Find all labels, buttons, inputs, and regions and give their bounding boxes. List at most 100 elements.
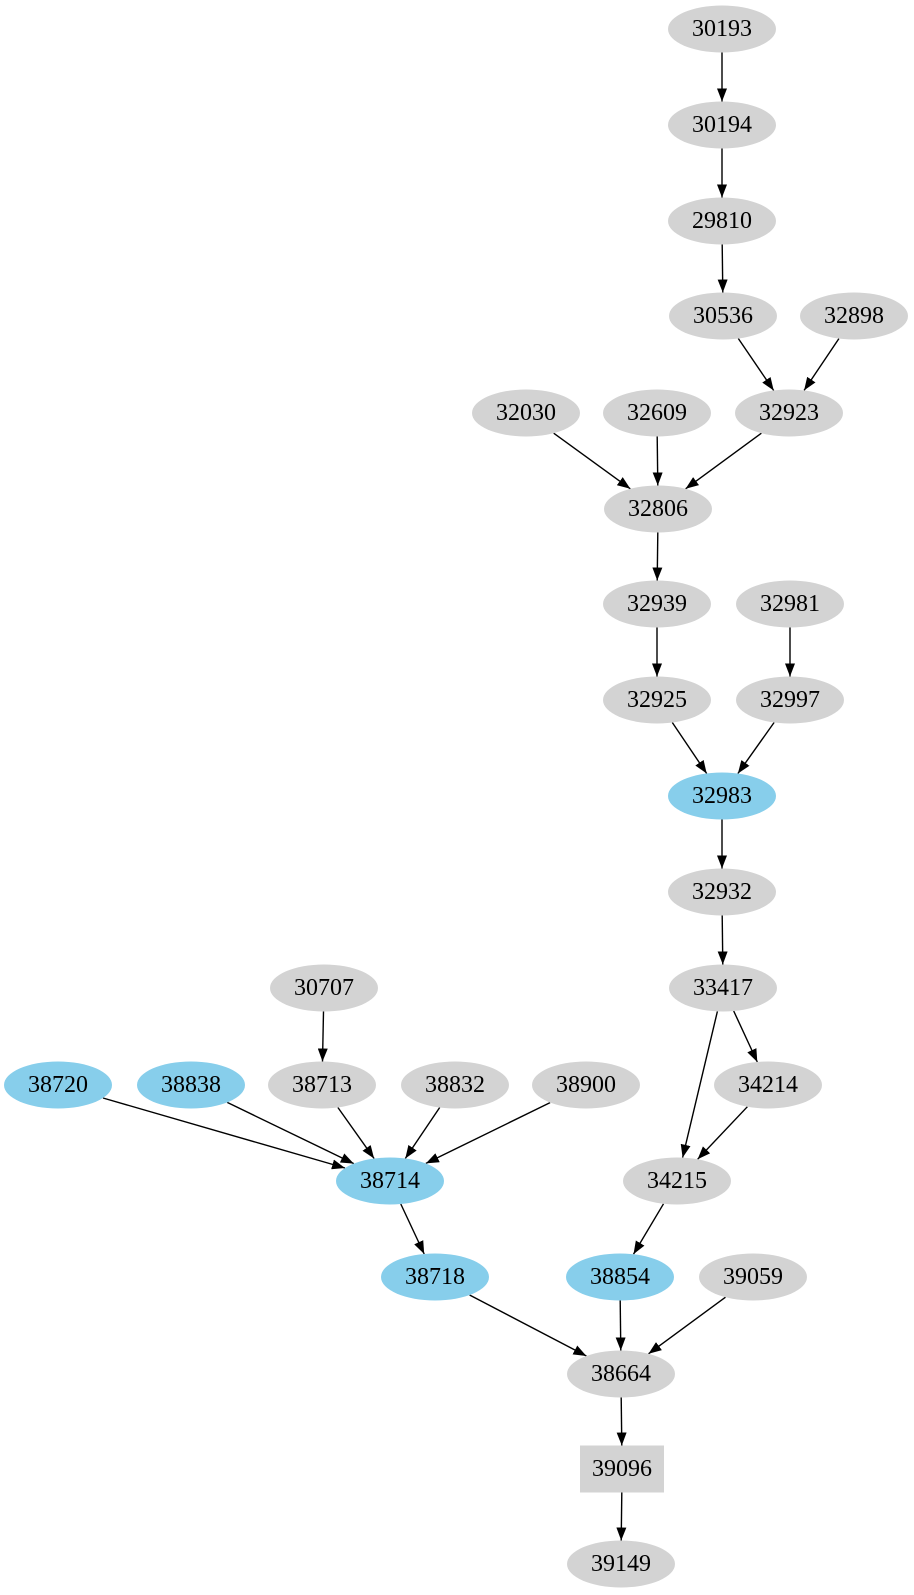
edge-38832-38714	[404, 1107, 441, 1159]
node-32609: 32609	[603, 389, 711, 437]
node-32923-shape	[735, 389, 843, 437]
node-30193-shape	[668, 5, 776, 53]
node-32898-label: 32898	[824, 303, 884, 329]
node-30536-label: 30536	[693, 303, 753, 329]
edge-29810-30536	[717, 244, 728, 293]
node-32030: 32030	[472, 389, 580, 437]
node-32997-label: 32997	[760, 687, 820, 713]
node-38720-shape	[4, 1061, 112, 1109]
node-34214-shape	[714, 1061, 822, 1109]
node-33417-shape	[669, 964, 777, 1012]
node-38713-shape	[268, 1061, 376, 1109]
node-32923: 32923	[735, 389, 843, 437]
nodes-layer: 30193 30194 29810 30536 32898 32030 32609 32923…	[4, 5, 908, 1588]
node-29810-shape	[668, 197, 776, 245]
node-38720: 38720	[4, 1061, 112, 1109]
node-38854-label: 38854	[590, 1264, 650, 1290]
node-30536: 30536	[669, 292, 777, 340]
node-32925-shape	[603, 676, 711, 724]
node-32939-label: 32939	[627, 591, 687, 617]
edge-32923-32806	[685, 432, 762, 490]
node-38832-shape	[401, 1061, 509, 1109]
node-32806-shape	[604, 485, 712, 533]
node-30707-shape	[270, 964, 378, 1012]
node-38900-shape	[532, 1061, 640, 1109]
node-32898: 32898	[800, 292, 908, 340]
node-30193-label: 30193	[692, 16, 752, 42]
node-30707: 30707	[270, 964, 378, 1012]
node-32997-shape	[736, 676, 844, 724]
node-38713-label: 38713	[292, 1072, 352, 1098]
node-38832: 38832	[401, 1061, 509, 1109]
node-38838-label: 38838	[161, 1072, 221, 1098]
node-34215-label: 34215	[647, 1168, 707, 1194]
node-30536-shape	[669, 292, 777, 340]
edge-32806-32939	[652, 532, 663, 581]
node-38832-label: 38832	[425, 1072, 485, 1098]
node-38854-shape	[566, 1253, 674, 1301]
node-34214-label: 34214	[738, 1072, 798, 1098]
node-29810-label: 29810	[692, 208, 752, 234]
node-30194-shape	[668, 101, 776, 149]
node-38718: 38718	[381, 1253, 489, 1301]
node-32806-label: 32806	[628, 496, 688, 522]
node-39149: 39149	[567, 1540, 675, 1588]
node-33417: 33417	[669, 964, 777, 1012]
edge-32997-32983	[737, 722, 775, 774]
edge-38720-38714	[102, 1097, 346, 1170]
node-38664-shape	[567, 1350, 675, 1398]
node-38664: 38664	[567, 1350, 675, 1398]
edge-38714-38718	[400, 1203, 425, 1255]
node-34214: 34214	[714, 1061, 822, 1109]
edge-39096-39149	[616, 1492, 627, 1541]
edge-32925-32983	[671, 722, 708, 774]
edge-32932-33417	[717, 915, 728, 965]
edge-38718-38664	[469, 1294, 587, 1357]
edge-32609-32806	[652, 436, 663, 486]
node-32932-label: 32932	[692, 879, 752, 905]
edges-layer	[102, 52, 840, 1541]
node-38718-shape	[381, 1253, 489, 1301]
edge-33417-34214	[733, 1010, 758, 1063]
node-32981: 32981	[736, 580, 844, 628]
node-39149-label: 39149	[591, 1551, 651, 1577]
node-33417-label: 33417	[693, 975, 753, 1001]
node-32939-shape	[603, 580, 711, 628]
node-32983-shape	[668, 772, 776, 820]
node-32923-label: 32923	[759, 400, 819, 426]
edge-38838-38714	[226, 1101, 355, 1165]
node-38720-label: 38720	[28, 1072, 88, 1098]
node-39059: 39059	[699, 1253, 807, 1301]
node-32925-label: 32925	[627, 687, 687, 713]
node-34215: 34215	[623, 1157, 731, 1205]
node-39059-shape	[699, 1253, 807, 1301]
node-32932-shape	[668, 868, 776, 916]
node-30193: 30193	[668, 5, 776, 53]
edge-38713-38714	[337, 1107, 375, 1159]
node-38838-shape	[137, 1061, 245, 1109]
edge-38854-38664	[615, 1300, 626, 1351]
node-30707-label: 30707	[294, 975, 354, 1001]
node-38900-label: 38900	[556, 1072, 616, 1098]
node-38838: 38838	[137, 1061, 245, 1109]
node-32981-label: 32981	[760, 591, 820, 617]
node-32981-shape	[736, 580, 844, 628]
node-32983: 32983	[668, 772, 776, 820]
edge-39059-38664	[648, 1296, 726, 1355]
edge-38900-38714	[425, 1101, 551, 1165]
node-32898-shape	[800, 292, 908, 340]
edge-34215-38854	[632, 1203, 665, 1255]
node-38714-label: 38714	[360, 1168, 420, 1194]
edge-32030-32806	[553, 432, 631, 490]
node-38718-label: 38718	[405, 1264, 465, 1290]
node-39096: 39096	[580, 1445, 664, 1493]
node-38713: 38713	[268, 1061, 376, 1109]
node-32609-label: 32609	[627, 400, 687, 426]
node-38714-shape	[336, 1157, 444, 1205]
node-30194: 30194	[668, 101, 776, 149]
node-32030-label: 32030	[496, 400, 556, 426]
edge-34214-34215	[697, 1106, 748, 1160]
